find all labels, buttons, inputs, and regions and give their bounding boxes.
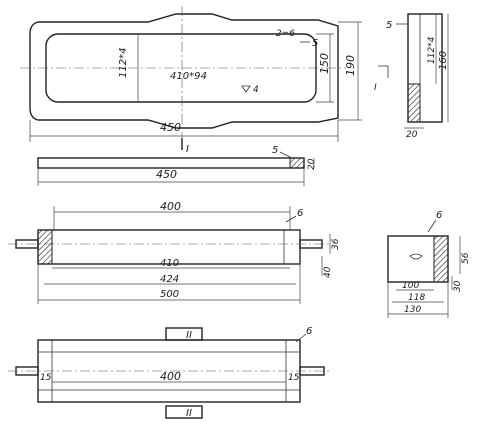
section-arrow xyxy=(378,65,389,78)
end-dim-118: 118 xyxy=(408,293,425,303)
bottom-dim-15-left: 15 xyxy=(40,373,52,383)
end-dim-30: 30 xyxy=(453,280,463,292)
strip-leader-5: 5 xyxy=(272,145,278,156)
leader-4: 4 xyxy=(253,85,259,95)
strip-body xyxy=(37,157,305,169)
front-hatch-left xyxy=(37,229,53,265)
end-hatch xyxy=(433,235,449,283)
section-tab-bottom xyxy=(165,405,203,419)
strip-dim-length: 450 xyxy=(156,168,177,181)
leader-line xyxy=(295,333,307,343)
front-dim-410: 410 xyxy=(160,258,179,269)
outer-contour xyxy=(29,13,339,129)
front-view: 400 6 36 40 410 424 500 xyxy=(8,200,341,304)
section-leader-5: 5 xyxy=(386,20,392,31)
strip-dim-thick: 20 xyxy=(307,158,317,170)
section-dim-bottom: 20 xyxy=(406,130,418,140)
front-dim-36: 36 xyxy=(331,238,341,250)
dim-radius: 2=6 xyxy=(276,29,295,39)
end-slot xyxy=(409,253,423,260)
bottom-leader-6: 6 xyxy=(306,326,312,337)
front-dim-424: 424 xyxy=(160,274,179,285)
section-body xyxy=(407,13,443,123)
leader-line xyxy=(285,215,297,223)
front-dim-top: 400 xyxy=(160,200,181,213)
bottom-dim-400: 400 xyxy=(160,370,181,383)
leader-line xyxy=(427,219,437,233)
section-arrow-label: I xyxy=(374,83,377,93)
end-dim-100: 100 xyxy=(402,281,419,291)
strip-hatch xyxy=(289,157,305,169)
dim-width-total: 450 xyxy=(160,121,181,134)
section-dim-a: 112*4 xyxy=(427,36,437,64)
front-leader-6: 6 xyxy=(297,208,303,219)
end-dim-130: 130 xyxy=(404,305,421,315)
section-hatch xyxy=(407,83,421,123)
section-view: 5 112*4 160 20 xyxy=(386,13,449,140)
dim-outer-height: 190 xyxy=(344,55,357,76)
surface-mark xyxy=(241,85,251,93)
end-view: 6 56 30 100 118 130 xyxy=(387,210,471,318)
end-dim-56: 56 xyxy=(461,252,471,264)
dim-inner-depth: 112*4 xyxy=(118,48,129,78)
top-view: 112*4 410*94 2=6 5 4 150 190 450 I I xyxy=(20,6,389,155)
bottom-view: 400 15 15 II II 6 xyxy=(8,326,330,419)
dim-inner-height: 150 xyxy=(318,53,331,74)
section-mark: I xyxy=(186,144,189,155)
leader-5: 5 xyxy=(312,38,318,49)
section-dim-b: 160 xyxy=(438,51,449,70)
section-tab-top xyxy=(165,327,203,341)
end-leader-6: 6 xyxy=(436,210,442,221)
dim-inner-length: 410*94 xyxy=(170,71,207,82)
leader-line xyxy=(279,151,293,159)
front-dim-40: 40 xyxy=(323,266,333,278)
front-dim-500: 500 xyxy=(160,289,179,300)
bottom-label-top: II xyxy=(186,330,192,341)
bottom-label-bottom: II xyxy=(186,408,192,419)
bottom-dim-15-right: 15 xyxy=(288,373,300,383)
side-strip-view: 5 20 450 xyxy=(37,145,317,186)
front-end-right xyxy=(283,229,301,265)
